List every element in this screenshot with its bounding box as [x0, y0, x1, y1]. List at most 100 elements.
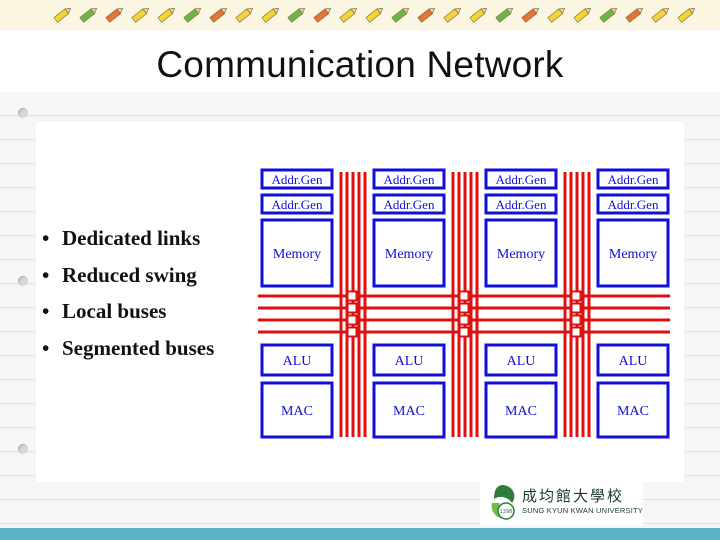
addr-gen-1-label: Addr.Gen [384, 172, 435, 187]
pencil-icon [365, 7, 384, 23]
mac-block [484, 381, 558, 439]
memory-label: Memory [385, 247, 433, 262]
addr-gen-1-block [484, 168, 558, 190]
bullet-dot: • [42, 262, 50, 287]
slide-title: Communication Network [156, 44, 564, 85]
addr-gen-2-label: Addr.Gen [496, 197, 547, 212]
mac-label: MAC [505, 404, 537, 419]
university-emblem-icon: 1398 [491, 485, 515, 520]
pencil-icon [521, 7, 540, 23]
pencil-icon [547, 7, 566, 23]
bus-switch-icon [570, 326, 582, 338]
alu-label: ALU [395, 354, 424, 369]
bullet-text: Segmented buses [62, 335, 215, 360]
logo-english-name: SUNG KYUN KWAN UNIVERSITY [522, 506, 643, 515]
pencil-decoration-strip [0, 0, 720, 30]
bullet-text: Local buses [62, 299, 167, 323]
addr-gen-2-block [596, 193, 670, 215]
alu-label: ALU [619, 354, 648, 369]
pencil-icon [261, 7, 280, 23]
bus-switch-icon [458, 314, 470, 326]
memory-label: Memory [273, 247, 321, 262]
logo-chinese-name: 成均館大學校 [522, 487, 625, 505]
memory-block [372, 218, 446, 288]
addr-gen-2-block [484, 193, 558, 215]
bus-switch-icon [458, 326, 470, 338]
bus-switch-icon [346, 302, 358, 314]
pencil-icon [495, 7, 514, 23]
mac-label: MAC [393, 404, 425, 419]
footer-accent-bar [0, 528, 720, 540]
pencil-icon [79, 7, 98, 23]
binder-hole-icon [18, 276, 28, 286]
pencil-icon [391, 7, 410, 23]
alu-block [484, 343, 558, 377]
bus-switch-icon [570, 314, 582, 326]
bullet-dot: • [42, 226, 50, 250]
bus-switch-icon [570, 302, 582, 314]
bullet-dot: • [42, 299, 50, 323]
addr-gen-1-block [596, 168, 670, 190]
bus-switch-icon [458, 290, 470, 302]
alu-block [596, 343, 670, 377]
bus-switch-icon [346, 290, 358, 302]
alu-block [372, 343, 446, 377]
bullet-item: • Segmented buses [42, 336, 214, 373]
pencil-icon [131, 7, 150, 23]
network-diagram: Addr.GenAddr.GenMemoryALUMACAddr.GenAddr… [258, 168, 670, 439]
pencil-icon [443, 7, 462, 23]
memory-block [260, 218, 334, 288]
binder-hole-icon [18, 108, 28, 118]
pencil-icon [105, 7, 124, 23]
addr-gen-2-label: Addr.Gen [384, 197, 435, 212]
pencil-icon [235, 7, 254, 23]
pencil-icon [339, 7, 358, 23]
addr-gen-1-label: Addr.Gen [608, 172, 659, 187]
svg-text:1398: 1398 [500, 509, 513, 515]
addr-gen-1-block [260, 168, 334, 190]
bus-switch-icon [346, 314, 358, 326]
pencil-icon [573, 7, 592, 23]
mac-label: MAC [281, 404, 313, 419]
pencil-icon [599, 7, 618, 23]
pencil-icon [651, 7, 670, 23]
memory-block [484, 218, 558, 288]
alu-label: ALU [507, 354, 536, 369]
mac-block [596, 381, 670, 439]
addr-gen-2-label: Addr.Gen [272, 197, 323, 212]
bus-switch-icon [346, 326, 358, 338]
addr-gen-2-block [372, 193, 446, 215]
bullet-item: • Local buses [42, 299, 214, 336]
memory-block [596, 218, 670, 288]
bullet-item: •Reduced swing [42, 263, 214, 300]
pencil-icon [287, 7, 306, 23]
university-logo: 1398 成均館大學校 SUNG KYUN KWAN UNIVERSITY [480, 481, 643, 525]
addr-gen-1-label: Addr.Gen [496, 172, 547, 187]
addr-gen-2-label: Addr.Gen [608, 197, 659, 212]
alu-label: ALU [283, 354, 312, 369]
memory-label: Memory [609, 247, 657, 262]
pencil-icon [313, 7, 332, 23]
bullet-text: Dedicated links [62, 226, 201, 250]
alu-block [260, 343, 334, 377]
bullet-dot: • [42, 335, 50, 360]
mac-label: MAC [617, 404, 649, 419]
pencil-icon [53, 7, 72, 23]
mac-block [372, 381, 446, 439]
binder-hole-icon [18, 444, 28, 454]
memory-label: Memory [497, 247, 545, 262]
pencil-icon [625, 7, 644, 23]
bullet-item: • Dedicated links [42, 226, 214, 263]
addr-gen-2-block [260, 193, 334, 215]
addr-gen-1-block [372, 168, 446, 190]
addr-gen-1-label: Addr.Gen [272, 172, 323, 187]
bus-switch-icon [570, 290, 582, 302]
mac-block [260, 381, 334, 439]
pencil-icon [157, 7, 176, 23]
pencil-icon [183, 7, 202, 23]
pencil-icon [209, 7, 228, 23]
bus-switch-icon [458, 302, 470, 314]
pencil-row-icons [53, 7, 696, 23]
pencil-icon [677, 7, 696, 23]
